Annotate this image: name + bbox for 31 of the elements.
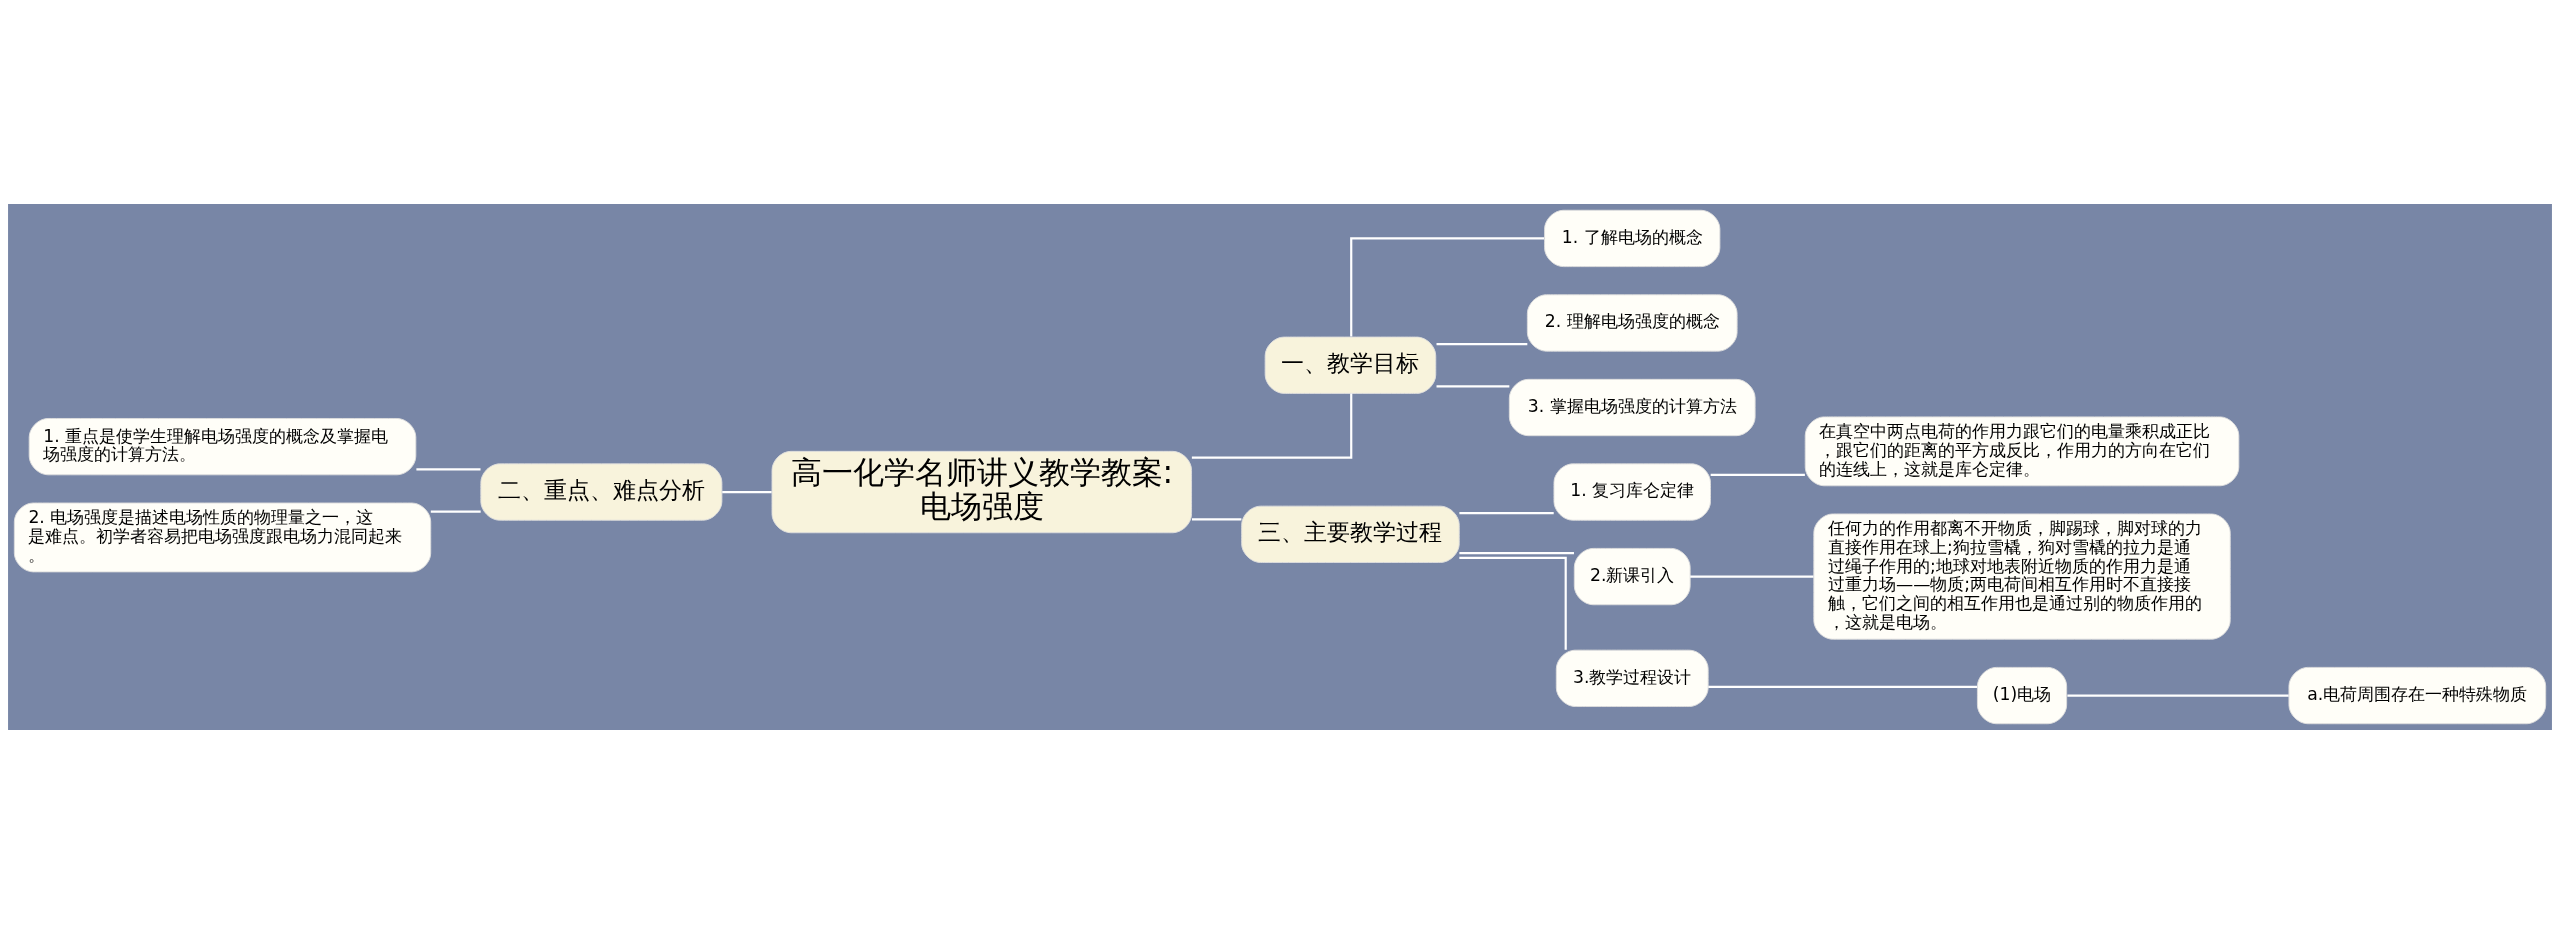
connector: [430, 510, 481, 513]
node-box: 1. 重点是使学生理解电场强度的概念及掌握电场强度的计算方法。: [28, 417, 417, 475]
connector: [1191, 517, 1242, 521]
node-box: 3.教学过程设计: [1555, 649, 1709, 707]
node-box: 三、主要教学过程: [1241, 505, 1460, 563]
node-box: 任何力的作用都离不开物质，脚踢球，脚对球的力直接作用在球上;狗拉雪橇，狗对雪橇的拉力是通过绳子作用的;地球对地表附近物质的作用力是通过重力场——物质;两电荷间相互作用时不直接接触，它们之间的相互作用也是通过别的物质作用的，这就是电场。: [1813, 513, 2231, 640]
node-box: 2.新课引入: [1573, 547, 1691, 605]
node-box: 在真空中两点电荷的作用力跟它们的电量乘积成正比，跟它们的距离的平方成反比，作用力的方向在它们的连线上，这就是库仑定律。: [1804, 415, 2240, 486]
connector: [1690, 575, 1814, 578]
connector: [1436, 384, 1510, 387]
connector: [416, 467, 481, 470]
node-box: 3. 掌握电场强度的计算方法: [1508, 378, 1756, 436]
node-box: 1. 了解电场的概念: [1544, 209, 1721, 267]
node-box: 2. 理解电场强度的概念: [1526, 293, 1738, 352]
connector: [1710, 473, 1805, 476]
connector: [1459, 511, 1554, 514]
node-box: 1. 复习库仑定律: [1553, 462, 1711, 521]
connector: [2067, 693, 2289, 697]
connector: [1459, 556, 1567, 650]
node-box: 2. 电场强度是描述电场性质的物理量之一，这是难点。初学者容易把电场强度跟电场力混同起来。: [13, 502, 432, 572]
node-box: a.电荷周围存在一种特殊物质: [2288, 666, 2547, 724]
connector: [1459, 551, 1574, 554]
node-box: 二、重点、难点分析: [480, 462, 723, 521]
node-box: 一、教学目标: [1264, 336, 1437, 394]
connector: [1191, 392, 1353, 459]
node-box: 高一化学名师讲义教学教案:电场强度: [771, 450, 1192, 533]
connector: [1350, 236, 1545, 336]
connector: [722, 490, 772, 493]
connector: [1708, 685, 1978, 688]
node-box: (1)电场: [1976, 666, 2068, 724]
connector: [1436, 342, 1528, 345]
